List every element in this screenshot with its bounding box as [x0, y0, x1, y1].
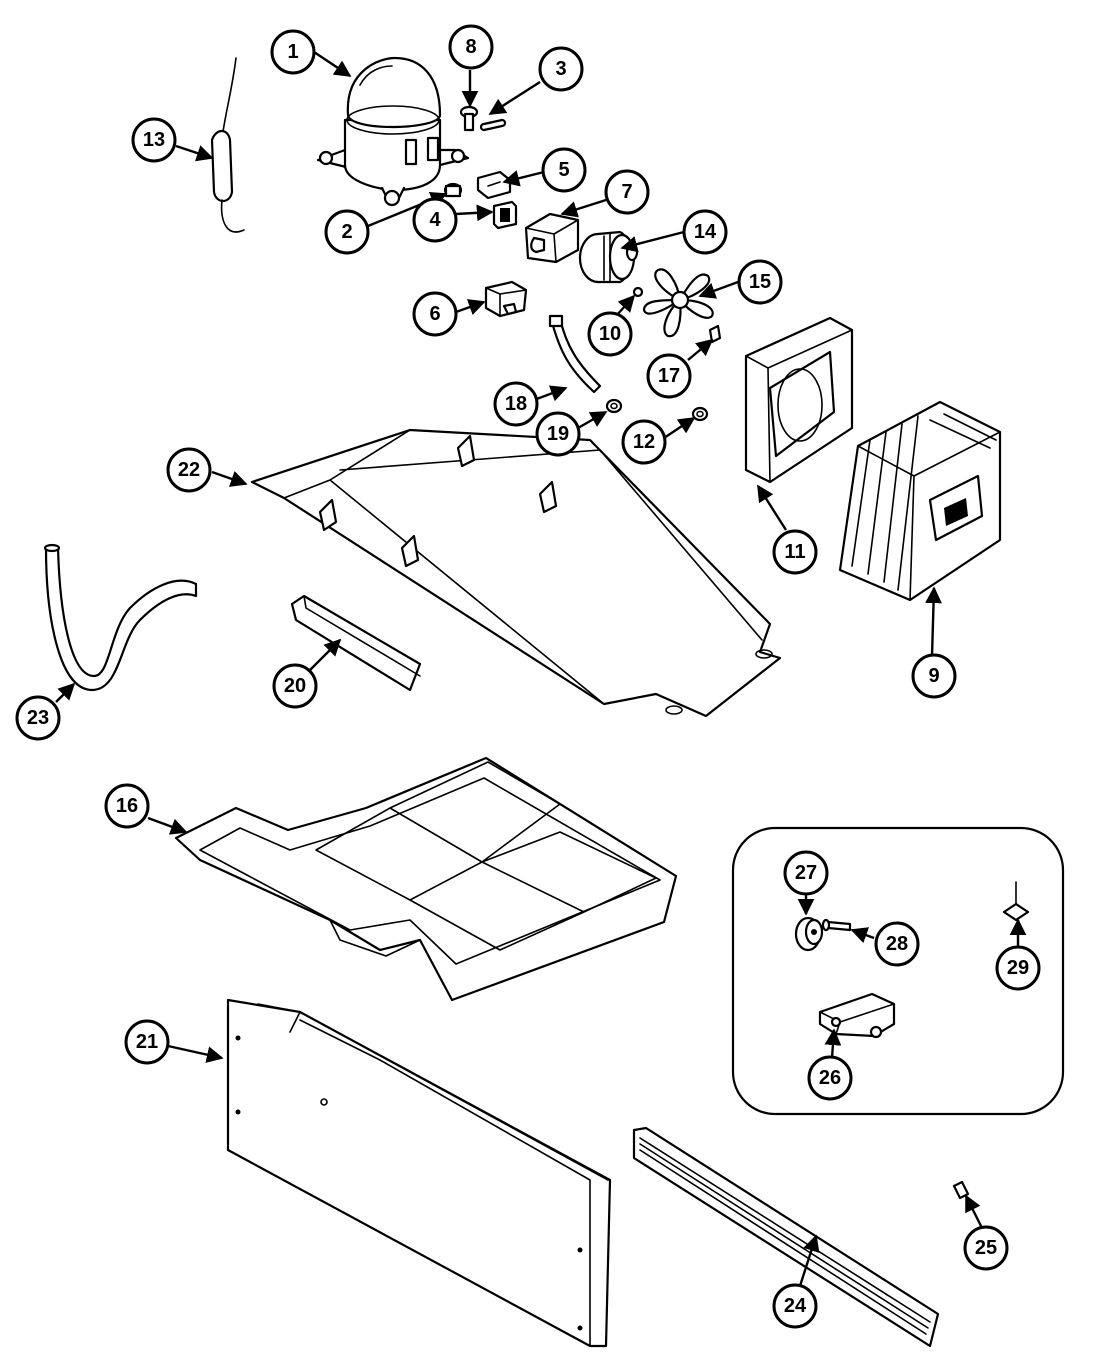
svg-text:10: 10: [599, 323, 621, 345]
part-25-clip: [952, 1180, 970, 1200]
part-21-front-panel: [226, 998, 612, 1348]
callout-27: 27: [783, 850, 829, 896]
part-8-screw: [459, 105, 479, 132]
callout-20: 20: [272, 663, 318, 709]
part-15-fan-blade: [642, 268, 714, 338]
callout-23: 23: [15, 695, 61, 741]
callout-10: 10: [587, 311, 633, 357]
svg-text:14: 14: [694, 221, 717, 243]
part-2-grommet: [443, 182, 463, 198]
part-22-base-plate: [250, 428, 782, 718]
svg-text:20: 20: [284, 675, 306, 697]
callout-16: 16: [104, 783, 150, 829]
svg-text:22: 22: [178, 459, 200, 481]
part-3-clip: [479, 118, 507, 132]
part-26-roller-bracket: [818, 992, 896, 1039]
part-28-screw: [821, 918, 852, 932]
svg-text:26: 26: [819, 1067, 841, 1089]
callout-12: 12: [621, 419, 667, 465]
callout-13: 13: [131, 117, 177, 163]
part-11-shroud: [744, 316, 854, 484]
callout-1: 1: [270, 29, 316, 75]
part-29-leveler: [1002, 881, 1030, 922]
callout-14: 14: [682, 209, 728, 255]
part-4-relay: [492, 200, 518, 230]
callout-17: 17: [646, 353, 692, 399]
callout-3: 3: [538, 46, 584, 92]
callout-15: 15: [737, 259, 783, 305]
svg-text:6: 6: [429, 303, 440, 325]
svg-text:1: 1: [287, 41, 298, 63]
inset-box: [731, 826, 1065, 1116]
callout-22: 22: [166, 447, 212, 493]
callout-4: 4: [412, 197, 458, 243]
part-27-wheel: [794, 916, 824, 952]
callout-18: 18: [493, 381, 539, 427]
part-6-timer: [484, 280, 528, 318]
part-12-grommet: [691, 406, 709, 422]
part-16-drain-pan: [174, 756, 678, 1002]
svg-text:28: 28: [886, 933, 908, 955]
callout-7: 7: [604, 169, 650, 215]
part-24-toe-grille: [632, 1126, 940, 1348]
callout-29: 29: [995, 945, 1041, 991]
svg-text:9: 9: [928, 665, 939, 687]
part-7-overload: [524, 212, 580, 264]
svg-text:5: 5: [558, 159, 569, 181]
callout-24: 24: [772, 1283, 818, 1329]
part-1-compressor: [316, 56, 470, 207]
callout-25: 25: [963, 1225, 1009, 1271]
svg-text:17: 17: [658, 365, 680, 387]
svg-text:11: 11: [784, 541, 805, 563]
svg-text:13: 13: [143, 129, 165, 151]
svg-text:4: 4: [429, 209, 441, 231]
svg-text:27: 27: [795, 862, 817, 884]
svg-text:12: 12: [633, 431, 655, 453]
callout-5: 5: [541, 147, 587, 193]
svg-text:15: 15: [749, 271, 771, 293]
callout-9: 9: [911, 653, 957, 699]
svg-text:8: 8: [465, 36, 476, 58]
part-23-drain-hose: [43, 543, 198, 692]
svg-text:25: 25: [975, 1237, 997, 1259]
part-13-drier: [210, 57, 245, 233]
svg-text:29: 29: [1007, 957, 1029, 979]
part-19-grommet: [605, 398, 623, 414]
svg-text:18: 18: [505, 393, 527, 415]
part-5-relay-cover: [476, 170, 512, 200]
callout-6: 6: [412, 291, 458, 337]
part-18-bracket: [548, 314, 602, 394]
svg-text:3: 3: [555, 58, 566, 80]
part-14-fan-motor: [578, 230, 639, 284]
callout-19: 19: [535, 411, 581, 457]
callout-11: 11: [772, 529, 818, 575]
svg-text:2: 2: [341, 221, 352, 243]
part-10-nut: [632, 286, 644, 298]
svg-text:21: 21: [136, 1031, 158, 1053]
callout-2: 2: [324, 209, 370, 255]
svg-text:19: 19: [547, 423, 569, 445]
svg-text:23: 23: [27, 707, 49, 729]
part-17-clip: [708, 324, 722, 344]
part-20-channel: [290, 594, 422, 692]
callout-8: 8: [448, 24, 494, 70]
callout-21: 21: [124, 1019, 170, 1065]
svg-text:7: 7: [621, 181, 632, 203]
part-9-condenser: [838, 400, 1002, 602]
svg-text:24: 24: [784, 1295, 807, 1317]
callout-26: 26: [807, 1055, 853, 1101]
callout-28: 28: [874, 921, 920, 967]
svg-text:16: 16: [116, 795, 138, 817]
